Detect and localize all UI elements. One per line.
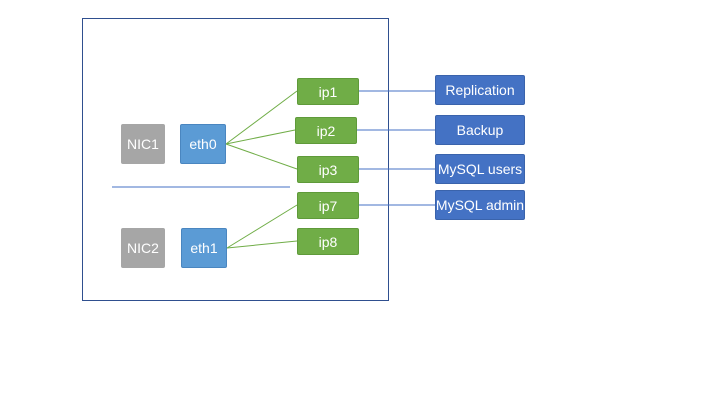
eth1-box: eth1: [181, 228, 227, 268]
server-box: [82, 18, 389, 301]
nic1-box: NIC1: [121, 124, 165, 164]
mysql-admin-box: MySQL admin: [435, 190, 525, 220]
replication-box: Replication: [435, 75, 525, 105]
link-eth0-ip3: [225, 143, 298, 170]
backup-box: Backup: [435, 115, 525, 145]
link-eth0-ip2: [225, 129, 296, 145]
mysql-users-box: MySQL users: [435, 154, 525, 184]
ip7-box: ip7: [297, 192, 359, 219]
ip8-box: ip8: [297, 228, 359, 255]
ip2-box: ip2: [295, 117, 357, 144]
link-eth1-ip8: [226, 240, 298, 249]
nic2-box: NIC2: [121, 228, 165, 268]
ip1-box: ip1: [297, 78, 359, 105]
ip3-box: ip3: [297, 156, 359, 183]
eth0-box: eth0: [180, 124, 226, 164]
link-eth1-ip7: [226, 204, 298, 249]
link-eth0-ip1: [225, 90, 298, 145]
